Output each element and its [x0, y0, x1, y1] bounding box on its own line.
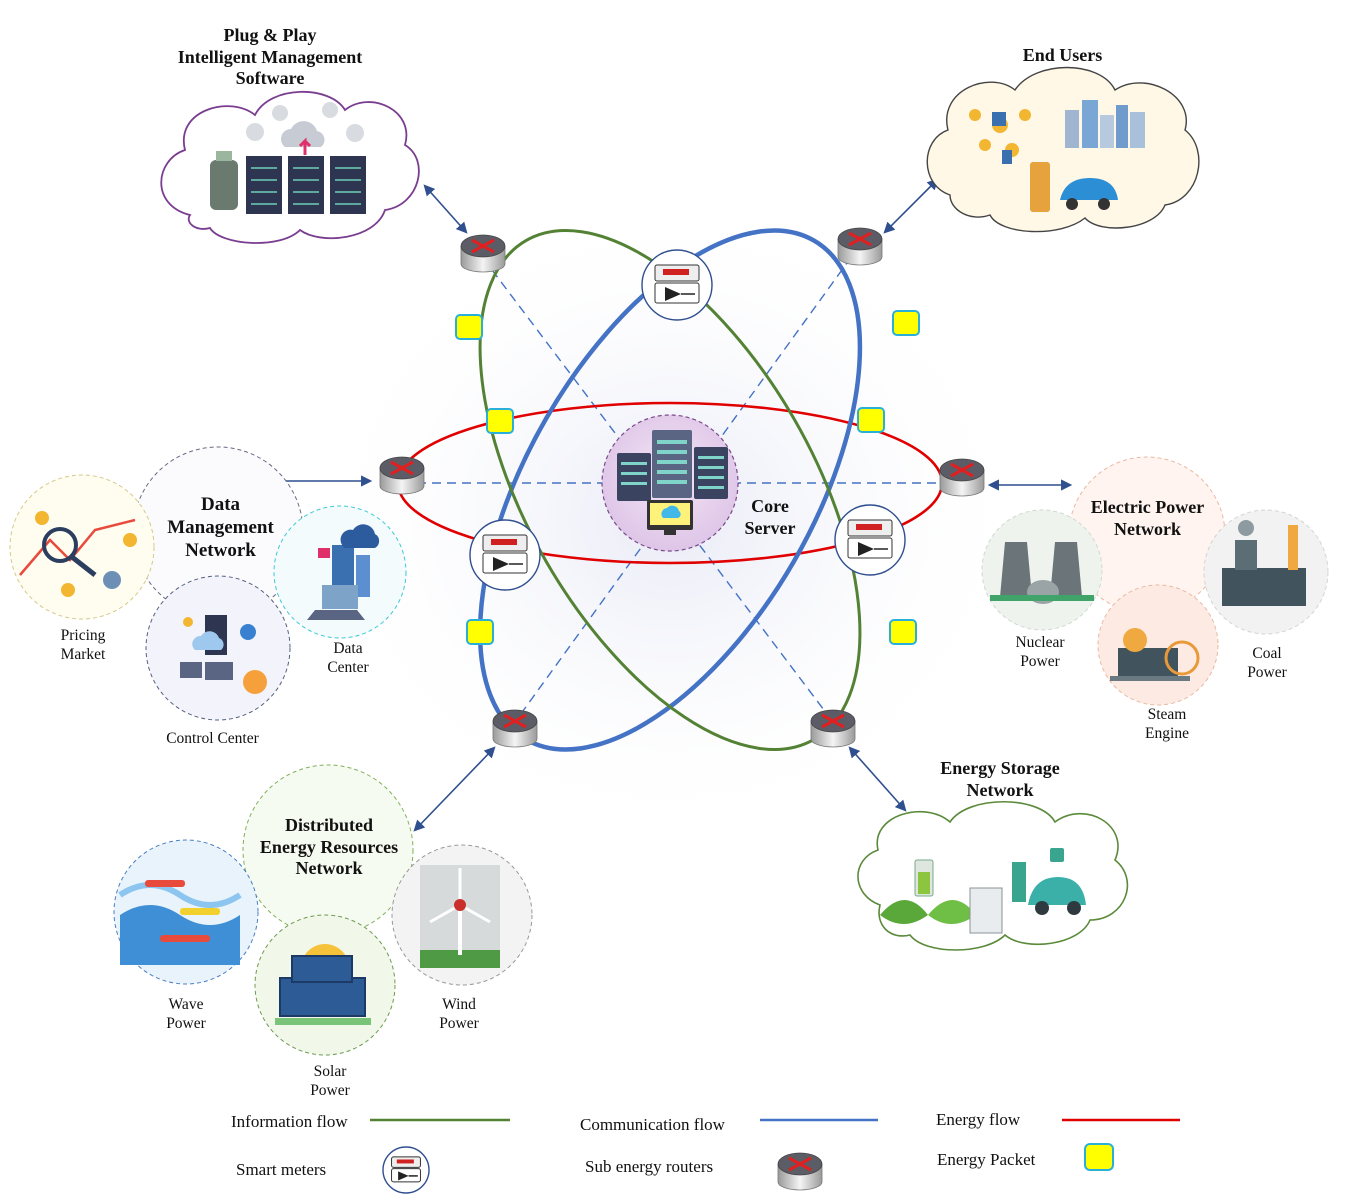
smart-meters: [469, 249, 906, 591]
plug-play-title: Plug & Play Intelligent Management Softw…: [177, 25, 363, 89]
router-right: [939, 458, 985, 497]
data-management-title: Data Management Network: [167, 494, 274, 561]
legend-smart-meter-icon: [382, 1146, 430, 1194]
core-server-title: Core Server: [744, 496, 796, 538]
der-group: [113, 764, 533, 1056]
packet-6: [889, 619, 917, 645]
smart-meter-right: [834, 504, 906, 576]
energy-storage-title: Energy Storage Network: [940, 758, 1060, 800]
legend-meter-glyph: [382, 1146, 430, 1194]
electric-power-group: [981, 456, 1329, 706]
legend-graphics: [370, 1118, 1180, 1171]
legend-communication-label: Communication flow: [580, 1115, 725, 1134]
end-users-cloud: [926, 66, 1200, 233]
legend-packet-icon: [1084, 1143, 1114, 1171]
legend-routers-label: Sub energy routers: [585, 1157, 714, 1176]
connection-arrows: [269, 178, 1073, 832]
energy-packets: [455, 310, 920, 645]
router-bottom-right: [810, 709, 856, 748]
plug-play-cloud: [160, 90, 420, 244]
router-top-right: [837, 227, 883, 266]
electric-power-title: Electric Power Network: [1090, 497, 1205, 539]
packet-1: [455, 314, 483, 340]
legend-router-icon: [777, 1152, 823, 1191]
legend-energy-label: Energy flow: [936, 1110, 1021, 1129]
packet-3: [486, 408, 514, 434]
legend-smart-meters-label: Smart meters: [236, 1160, 327, 1179]
smart-meter-left: [469, 519, 541, 591]
legend-packet-label: Energy Packet: [937, 1150, 1036, 1169]
smart-meter-top: [641, 249, 713, 321]
control-center-caption: Control Center: [166, 730, 259, 747]
data-management-group: [9, 446, 407, 721]
router-top-left: [460, 234, 506, 273]
router-bottom-left: [492, 709, 538, 748]
der-title: Distributed Energy Resources Network: [259, 815, 399, 879]
core-server: [601, 414, 739, 552]
end-users-title: End Users: [1022, 45, 1103, 65]
router-left: [379, 456, 425, 495]
legend-router-glyph: [777, 1152, 823, 1191]
packet-2: [892, 310, 920, 336]
packet-5: [466, 619, 494, 645]
packet-4: [857, 407, 885, 433]
sub-energy-routers: [379, 227, 985, 748]
energy-storage-cloud: [857, 800, 1129, 951]
legend-information-label: Information flow: [231, 1112, 348, 1131]
